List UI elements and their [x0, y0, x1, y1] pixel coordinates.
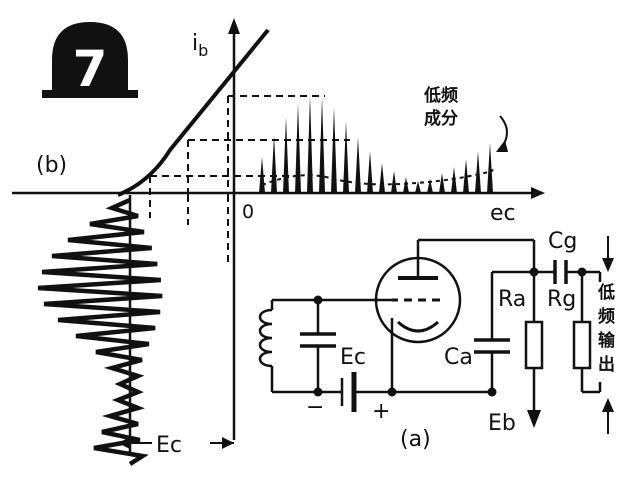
low-frequency-label-line2: 成分 [424, 108, 458, 129]
grid-voltage-zigzag [37, 197, 163, 466]
current-pulse [295, 103, 301, 193]
plate-current-pulses [259, 95, 493, 193]
inductor-coil [258, 308, 273, 368]
current-pulse [283, 117, 289, 193]
current-pulse [343, 121, 349, 193]
eb-label: Eb [488, 411, 516, 436]
current-pulse [271, 135, 277, 193]
plus-sign: + [372, 399, 390, 424]
figure-number: 7 [73, 40, 108, 98]
ec-bias-label: Ec [156, 433, 182, 458]
current-pulse [367, 151, 373, 193]
ec-battery-label: Ec [340, 345, 366, 370]
svg-text:频: 频 [598, 306, 615, 327]
tube-characteristic-curve [117, 28, 270, 197]
minus-sign: − [306, 395, 324, 420]
current-pulse [487, 143, 493, 193]
eb-arrow [527, 410, 541, 428]
svg-text:输: 输 [598, 330, 616, 351]
current-pulse [307, 95, 313, 193]
rg-label: Rg [547, 287, 576, 312]
ca-label: Ca [444, 345, 473, 370]
current-pulse [331, 107, 337, 193]
ra-label: Ra [498, 287, 526, 312]
panel-a-label: (a) [400, 427, 431, 452]
output-arrows [602, 236, 614, 434]
current-pulse [427, 179, 433, 193]
current-pulse [475, 151, 481, 193]
current-pulse [439, 173, 445, 193]
low-frequency-envelope [261, 169, 494, 186]
current-pulse [355, 137, 361, 193]
panel-b-label: (b) [36, 153, 67, 178]
current-pulse [319, 97, 325, 193]
detector-circuit [258, 238, 602, 412]
current-pulse [415, 181, 421, 193]
ib-axis-label: ib [192, 31, 208, 60]
current-pulse [403, 177, 409, 193]
junction-dots [313, 267, 587, 397]
svg-text:出: 出 [598, 354, 615, 375]
cg-label: Cg [548, 229, 577, 254]
current-pulse [451, 167, 457, 193]
origin-label: 0 [242, 201, 254, 223]
output-label: 低 频 输 出 [597, 282, 616, 375]
ec-axis-label: ec [490, 201, 516, 226]
current-pulse [391, 171, 397, 193]
current-pulse [463, 159, 469, 193]
current-pulse [379, 163, 385, 193]
low-frequency-label-line1: 低频 [423, 85, 458, 106]
svg-text:低: 低 [597, 282, 615, 303]
figure-number-badge: 7 [42, 22, 138, 98]
input-grid-voltage-waveform [37, 195, 163, 466]
